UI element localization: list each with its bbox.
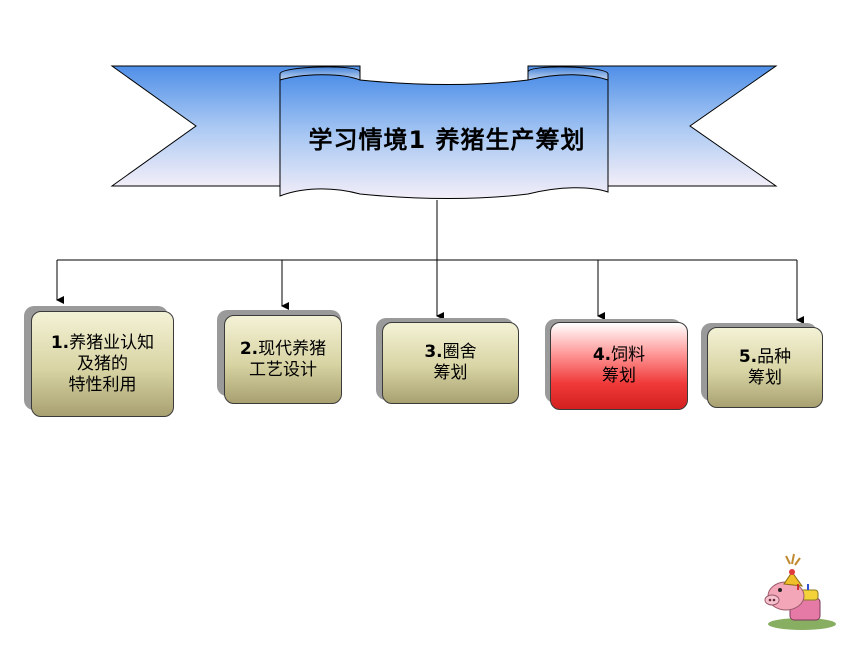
- node-2-number: 2.: [239, 338, 259, 359]
- node-4-text-1: 饲料: [611, 345, 646, 365]
- node-2-text-1: 现代养猪: [258, 338, 327, 359]
- node-5-text-1: 品种: [757, 346, 792, 367]
- connectors: [56, 200, 804, 324]
- node-5-line-1: 5.品种: [739, 347, 791, 368]
- node-4-text-2: 筹划: [602, 366, 636, 386]
- node-5-text-2: 筹划: [748, 367, 782, 388]
- node-2-line-1: 2.现代养猪: [240, 339, 326, 360]
- node-3-text-1: 圈舍: [442, 342, 477, 362]
- node-1-text-3: 特性利用: [68, 374, 137, 395]
- node-1-number: 1.: [50, 332, 70, 353]
- node-4-feed-planning[interactable]: 4.饲料 筹划: [550, 322, 688, 410]
- node-5-number: 5.: [738, 346, 758, 367]
- node-1-text-2: 及猪的: [77, 353, 128, 374]
- node-2-text-2: 工艺设计: [249, 359, 317, 380]
- node-3-housing-planning[interactable]: 3.圈舍 筹划: [382, 322, 519, 404]
- node-2-process-design[interactable]: 2.现代养猪 工艺设计: [224, 315, 342, 404]
- node-1-text-1: 养猪业认知: [69, 332, 155, 353]
- node-5-breed-planning[interactable]: 5.品种 筹划: [707, 327, 823, 408]
- node-4-number: 4.: [592, 345, 612, 365]
- node-3-number: 3.: [424, 342, 443, 362]
- node-1-line-1: 1.养猪业认知: [51, 333, 154, 354]
- node-4-line-1: 4.饲料: [593, 345, 645, 366]
- node-3-line-1: 3.圈舍: [424, 342, 476, 363]
- pig-icon: [764, 553, 836, 630]
- banner-main-panel: [279, 74, 609, 199]
- node-1-pig-industry[interactable]: 1.养猪业认知 及猪的 特性利用: [31, 311, 174, 417]
- banner-title: 学习情境1 养猪生产筹划: [308, 126, 586, 154]
- node-3-text-2: 筹划: [433, 363, 468, 383]
